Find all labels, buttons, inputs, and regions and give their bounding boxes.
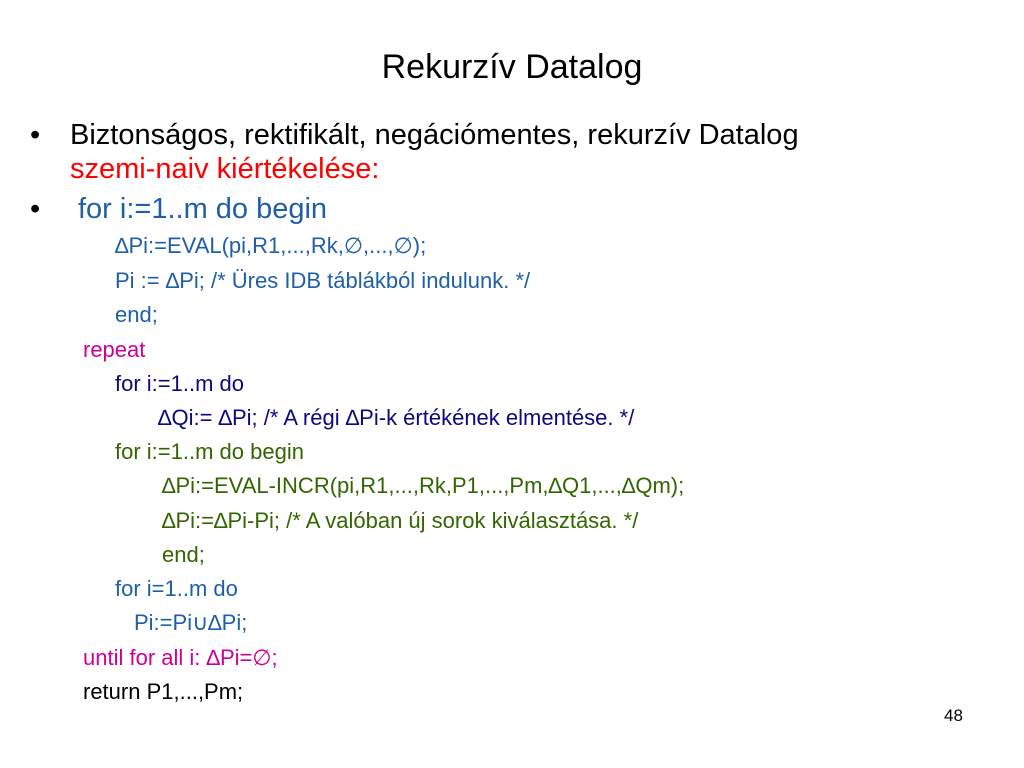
bullet-item-2: • for i:=1..m do begin — [30, 192, 990, 226]
code-line: ∆Pi:=∆Pi-Pi; /* A valóban új sorok kivál… — [162, 508, 639, 533]
code-line: repeat — [83, 337, 146, 362]
bullet-item-1: • Biztonságos, rektifikált, negációmente… — [30, 118, 990, 186]
code-line: ∆Qi:= ∆Pi; /* A régi ∆Pi-k értékének elm… — [158, 405, 635, 430]
bullet-text-black: Biztonságos, rektifikált, negációmentes,… — [70, 119, 799, 151]
bullet-text-red: szemi-naiv kiértékelése: — [70, 153, 380, 185]
code-line: for i=1..m do — [115, 576, 238, 601]
bullet-list: • Biztonságos, rektifikált, negációmente… — [30, 118, 990, 226]
code-line: Pi := ∆Pi; /* Üres IDB táblákból indulun… — [115, 268, 531, 293]
code-line: ∆Pi:=EVAL-INCR(pi,R1,...,Rk,P1,...,Pm,∆Q… — [162, 473, 685, 498]
code-line: return P1,...,Pm; — [83, 679, 244, 704]
bullet-marker: • — [30, 119, 41, 151]
slide-title: Rekurzív Datalog — [381, 48, 643, 86]
code-line: Pi:=Pi∪∆Pi; — [134, 610, 248, 635]
bullet-text: Biztonságos, rektifikált, negációmentes,… — [70, 118, 990, 186]
code-line: end; — [162, 542, 205, 567]
code-line: end; — [115, 302, 158, 327]
code-line: for i:=1..m do begin — [115, 439, 304, 464]
code-line: for i:=1..m do — [115, 371, 245, 396]
bullet-marker: • — [30, 193, 41, 225]
bullet-text: for i:=1..m do begin — [78, 193, 328, 225]
code-line: until for all i: ∆Pi=∅; — [83, 645, 278, 670]
code-line: ∆Pi:=EVAL(pi,R1,...,Rk,∅,...,∅); — [115, 233, 427, 258]
page-number: 48 — [944, 706, 963, 725]
